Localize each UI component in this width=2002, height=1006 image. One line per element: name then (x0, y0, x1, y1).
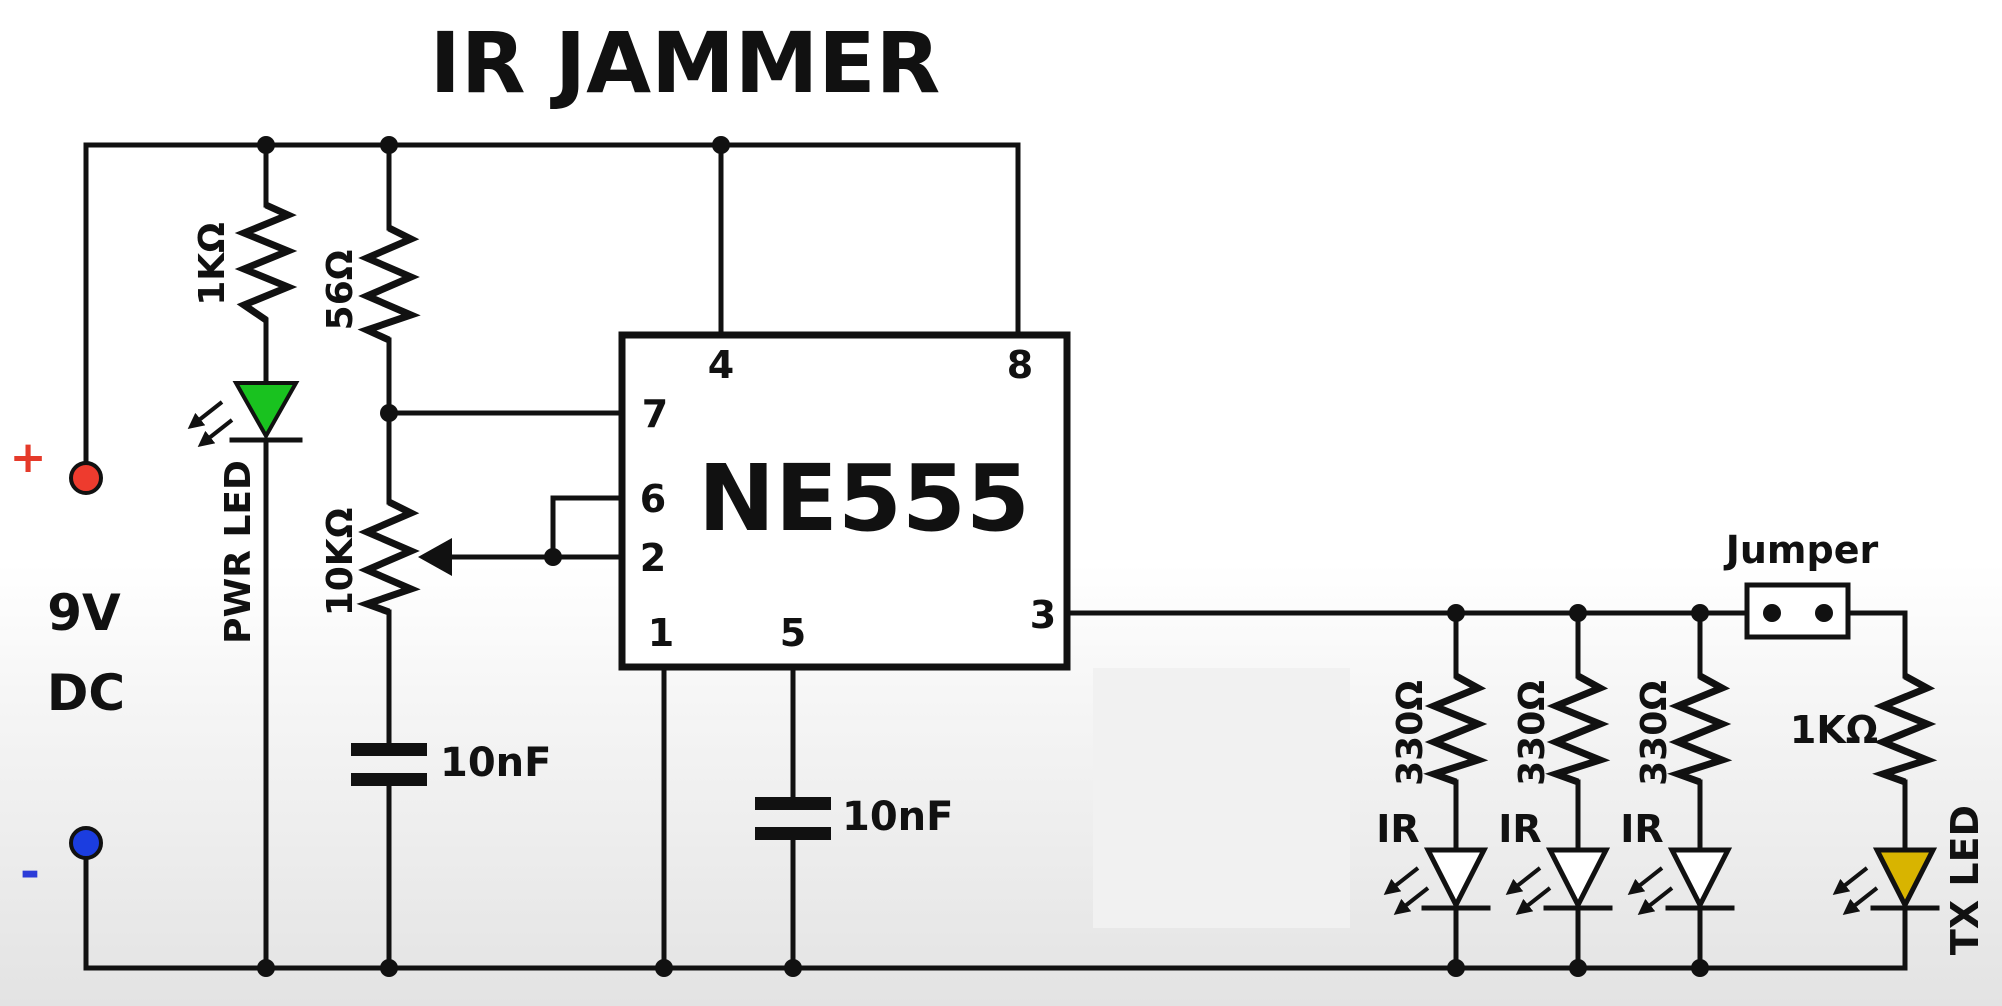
resistor-330-ir1 (1423, 672, 1489, 786)
minus-sign: - (20, 844, 40, 900)
tx-led (1832, 847, 1940, 915)
label-r-ir3: 330Ω (1634, 680, 1675, 786)
label-r-ir2: 330Ω (1512, 680, 1553, 786)
led-branch-wires (1453, 779, 1908, 853)
pin-1: 1 (648, 611, 674, 655)
component-labels: 1KΩ 56Ω 10KΩ PWR LED 10nF 10nF 330Ω 330Ω… (192, 222, 1987, 955)
ir-led-2 (1505, 847, 1613, 915)
label-c-timing: 10nF (440, 740, 551, 786)
power-terminals: + - 9V DC (10, 432, 126, 900)
label-ir3: IR (1620, 807, 1663, 851)
pot-wiper-arrow (418, 538, 452, 576)
label-r-ir1: 330Ω (1390, 680, 1431, 786)
pin-6: 6 (640, 477, 666, 521)
label-pwr-led: PWR LED (218, 460, 259, 644)
junction-dots (257, 136, 1709, 977)
jumper (1744, 582, 1851, 640)
ic-name: NE555 (698, 445, 1030, 552)
jumper-label: Jumper (1723, 528, 1879, 572)
pin-5: 5 (780, 611, 806, 655)
supply-type: DC (47, 664, 125, 722)
resistor-1k-tx (1872, 672, 1938, 786)
pin-4: 4 (708, 343, 734, 387)
plus-sign: + (10, 432, 47, 483)
capacitor-control (755, 797, 831, 840)
label-ir1: IR (1376, 807, 1419, 851)
label-tx-led: TX LED (1943, 805, 1987, 955)
capacitor-timing (351, 743, 427, 786)
potentiometer-10k (356, 498, 452, 616)
minus-terminal (69, 826, 103, 860)
resistor-56 (357, 224, 421, 344)
resistor-330-ir3 (1667, 672, 1733, 786)
blank-patch (1093, 668, 1350, 928)
diagram-title: IR JAMMER (430, 14, 941, 112)
plus-terminal (69, 461, 103, 495)
label-r-pwr: 1KΩ (192, 222, 233, 306)
label-r-56: 56Ω (320, 250, 361, 331)
label-ir2: IR (1498, 807, 1541, 851)
label-r-tx: 1KΩ (1790, 708, 1878, 752)
pin-2: 2 (640, 536, 666, 580)
ir-led-3 (1627, 847, 1735, 915)
resistor-330-ir2 (1545, 672, 1611, 786)
ne555-chip: NE555 4 8 7 6 2 3 1 5 (618, 331, 1071, 671)
supply-voltage: 9V (47, 584, 121, 642)
pin-8: 8 (1007, 343, 1033, 387)
label-c-control: 10nF (842, 794, 953, 840)
label-pot: 10KΩ (320, 508, 361, 617)
resistor-1k-pwr (234, 201, 298, 323)
pwr-led (187, 381, 303, 447)
pin-3: 3 (1030, 593, 1056, 637)
pin-7: 7 (642, 392, 668, 436)
ir-led-1 (1383, 847, 1491, 915)
